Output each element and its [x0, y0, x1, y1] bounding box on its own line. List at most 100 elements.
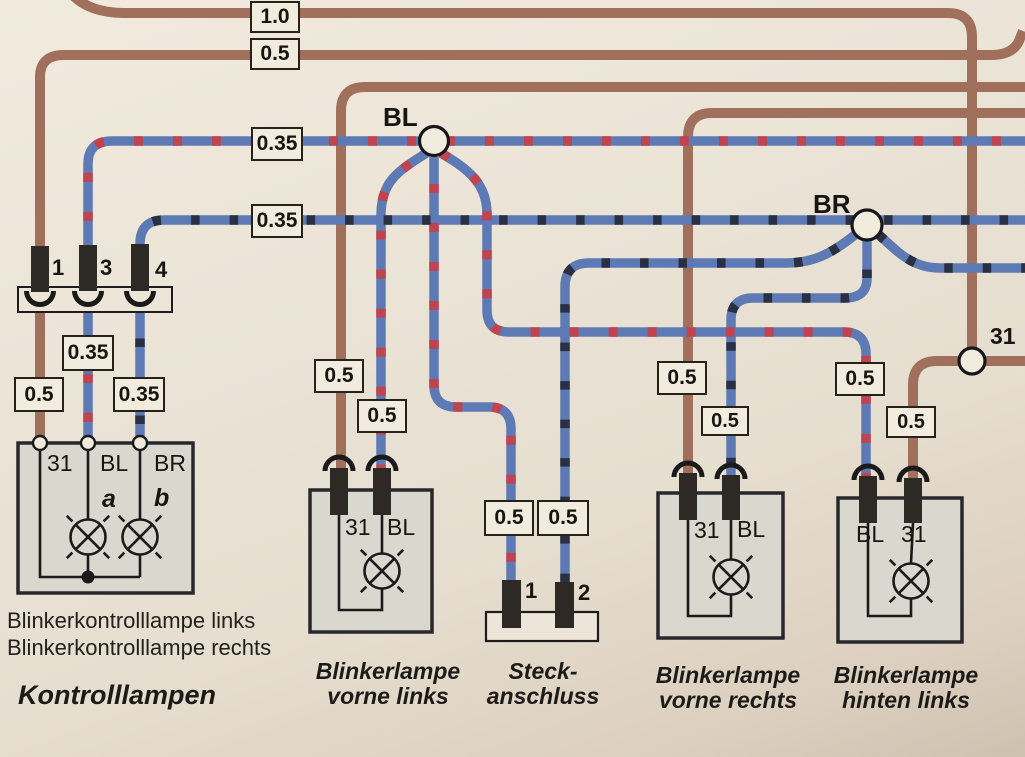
- caption-vorne-links: Blinkerlampe vorne links: [303, 659, 473, 709]
- kontroll-pin-label-3: 3: [100, 255, 113, 280]
- vorne-links-terminal-bl: BL: [387, 514, 416, 540]
- caption-steckanschluss: Steck- anschluss: [468, 659, 618, 709]
- red-dash-overlays: [83, 136, 1025, 584]
- terminals: [31, 434, 149, 452]
- dash-blk-2: [560, 230, 859, 585]
- lamp-cross: [717, 563, 745, 591]
- pin-2: [555, 582, 574, 628]
- caption-line1: Blinkerlampe: [833, 662, 979, 688]
- junction-label-br: BR: [813, 189, 851, 219]
- int-31: [686, 520, 733, 618]
- pin-1: [502, 580, 521, 628]
- plug-arc-bl: [365, 454, 399, 472]
- pin-bl: [373, 468, 391, 515]
- lamp-rays: [888, 558, 934, 604]
- int-31: [909, 522, 915, 564]
- gauge-label: 0.35: [251, 127, 303, 161]
- gauge-label: 0.5: [657, 361, 707, 395]
- lamp-a-circle: [69, 518, 107, 556]
- junction-br: [850, 208, 884, 242]
- lamp-b-circle: [121, 518, 159, 556]
- kontroll-pin-label-1: 1: [52, 255, 65, 280]
- dash-red-4: [438, 148, 871, 478]
- junction-bl: [417, 124, 451, 158]
- caption-hinten-links: Blinkerlampe hinten links: [821, 663, 991, 713]
- plug-arc-bl: [851, 463, 885, 481]
- lamp-label-b: b: [154, 484, 170, 512]
- gauge-label: 0.5: [314, 359, 364, 393]
- lamp-a-cross: [74, 523, 102, 551]
- int-31-rail: [38, 450, 140, 579]
- lamp-circle: [712, 558, 750, 596]
- kontroll-pin-label-4: 4: [155, 257, 168, 282]
- wire-brown-31-to-hinten-links: [908, 356, 960, 480]
- gauge-label: 0.5: [701, 406, 749, 436]
- plug-arc-31: [896, 465, 930, 483]
- gauge-label: 0.5: [886, 406, 936, 438]
- hinten-links-box: [836, 463, 964, 644]
- note-blinkerkontrolllampe-rechts: Blinkerkontrolllampe rechts: [7, 635, 272, 660]
- caption-vorne-rechts: Blinkerlampe vorne rechts: [643, 663, 813, 713]
- internal-wiring: [866, 522, 934, 618]
- plug-arc-31: [322, 454, 356, 472]
- wire-bl-horizontal-0_35: [83, 136, 1025, 254]
- caption-line2: vorne rechts: [658, 687, 798, 713]
- wire-bl-branch-vorne-links: [376, 148, 431, 472]
- caption-line1: Blinkerlampe: [315, 658, 461, 684]
- caption-line2: hinten links: [842, 687, 970, 713]
- lamp-circle: [892, 562, 930, 600]
- gauge-label: 0.5: [14, 377, 64, 412]
- kontroll-terminal-bl: BL: [100, 450, 129, 476]
- lamp-a-icon: [65, 514, 111, 560]
- vorne-rechts-terminal-31: 31: [694, 517, 720, 543]
- int-bl: [866, 523, 913, 618]
- gauge-label: 0.35: [62, 335, 114, 371]
- gauge-label: 0.5: [484, 500, 534, 536]
- junction-dot: [81, 570, 95, 584]
- kontrolllampen-box: [16, 434, 195, 595]
- junction-31: [957, 346, 987, 376]
- pin-1: [31, 246, 49, 292]
- hinten-links-terminal-bl: BL: [856, 521, 885, 547]
- lamp-cross: [897, 567, 925, 595]
- wire-br-branch-right-exit: [874, 230, 1025, 273]
- dash-blk-4: [874, 230, 1025, 273]
- dash-blk-3: [726, 240, 872, 478]
- note-blinkerkontrolllampe-links: Blinkerkontrolllampe links: [7, 608, 256, 633]
- pin-bl: [722, 475, 740, 520]
- pin-31: [330, 468, 348, 515]
- vorne-rechts-box: [656, 460, 785, 640]
- plug-arc-bl: [714, 462, 748, 480]
- socket-arc-3: [72, 290, 104, 307]
- pin-31: [904, 478, 922, 523]
- vorne-links-box: [308, 454, 434, 634]
- junction-label-31: 31: [990, 323, 1016, 349]
- kontroll-terminal-br: BR: [154, 450, 186, 476]
- lamp-b-icon: [117, 514, 163, 560]
- steck-pin-label-1: 1: [525, 578, 538, 603]
- lamp-a-rays: [65, 514, 111, 560]
- junctions: [417, 124, 987, 376]
- socket-arc-1: [24, 290, 56, 307]
- wire-br-horizontal-0_35: [135, 215, 1025, 251]
- caption-line1: Blinkerlampe: [655, 662, 801, 688]
- terminal-31: [31, 434, 49, 452]
- gauge-label: 0.5: [835, 362, 885, 396]
- int-31: [337, 515, 384, 612]
- wire-brown-0_5-top: [35, 29, 1025, 253]
- pin-4: [131, 244, 149, 291]
- gauge-label: 0.5: [250, 38, 300, 70]
- kontrolllampen-connector: [17, 244, 173, 313]
- wire-br-branch-vorne-rechts: [726, 240, 872, 478]
- junction-label-bl: BL: [383, 102, 418, 132]
- internal-wiring: [686, 520, 754, 618]
- wire-bl-branch-hinten-links: [438, 148, 871, 478]
- socket-arc-4: [124, 290, 156, 307]
- vorne-rechts-terminal-bl: BL: [737, 516, 766, 542]
- lamp-cross: [368, 557, 396, 585]
- pin-bl: [859, 476, 877, 523]
- plug-arc-31: [671, 460, 705, 478]
- vorne-links-terminal-31: 31: [345, 514, 371, 540]
